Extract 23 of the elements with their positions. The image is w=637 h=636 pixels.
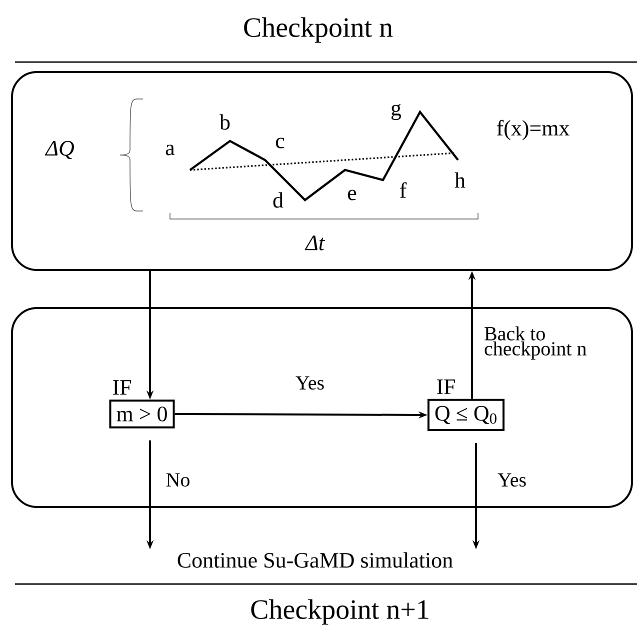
condition-keyword: IF: [437, 380, 455, 394]
point-label: d: [273, 192, 284, 208]
checkpoint-label: Checkpoint n+1: [251, 599, 428, 625]
condition-box: m > 0: [109, 400, 175, 428]
point-label: b: [220, 114, 230, 130]
condition-box: Q ≤ Q$_{0}$: [427, 398, 505, 432]
equation: f(x)=mx: [496, 120, 570, 140]
point-label: a: [166, 144, 175, 156]
panel: [11, 307, 633, 508]
edge-label: No: [166, 473, 190, 487]
point-label: e: [348, 190, 356, 200]
point-label: c: [276, 138, 284, 148]
outcome-text: Continue Su-GaMD simulation: [178, 552, 453, 568]
point-label: g: [391, 104, 402, 120]
axis-label: Δt: [304, 236, 325, 250]
edge-label: Yes: [296, 376, 324, 390]
condition-keyword: IF: [113, 380, 131, 395]
point-label: f: [400, 182, 407, 198]
edge-label: Back to checkpoint n: [484, 326, 586, 360]
title: Checkpoint n: [244, 17, 393, 43]
point-label: h: [454, 172, 466, 188]
edge-label: Yes: [498, 473, 526, 487]
axis-label: ΔQ: [44, 140, 74, 160]
